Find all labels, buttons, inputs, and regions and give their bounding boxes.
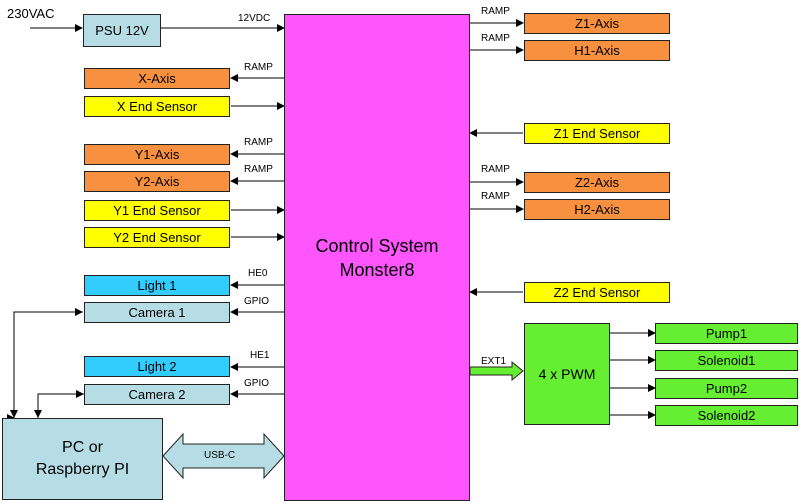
light2-signal-label: HE1 — [250, 350, 270, 361]
pc-box: PC or Raspberry PI — [2, 418, 163, 500]
control-system-title: Control System — [315, 235, 439, 256]
z1-axis-box: Z1-Axis — [524, 13, 670, 34]
control-system-subtitle: Monster8 — [339, 259, 415, 280]
y2-axis-box: Y2-Axis — [84, 171, 230, 192]
y1-end-sensor-box: Y1 End Sensor — [84, 200, 230, 221]
z1-signal-label: RAMP — [481, 6, 510, 17]
y2-signal-label: RAMP — [244, 164, 273, 175]
pc-title: PC or — [62, 439, 103, 456]
camera2-signal-label: GPIO — [244, 378, 270, 389]
output-pump1-box: Pump1 — [655, 323, 798, 344]
control-system-box: Control System Monster8 — [284, 14, 470, 501]
camera1-box: Camera 1 — [84, 302, 230, 323]
pwm-box: 4 x PWM — [524, 323, 610, 425]
light1-box: Light 1 — [84, 275, 230, 296]
usb-c-label: USB-C — [204, 450, 236, 461]
x-axis-box: X-Axis — [84, 68, 230, 89]
ext1-label: EXT1 — [481, 356, 507, 367]
psu-output-label: 12VDC — [238, 13, 271, 24]
camera1-pc-line — [13, 311, 83, 418]
x-end-sensor-box: X End Sensor — [84, 96, 230, 117]
z2-signal-label: RAMP — [481, 164, 510, 175]
pc-subtitle: Raspberry PI — [35, 461, 130, 478]
camera2-pc-line — [37, 393, 84, 418]
output-solenoid2-box: Solenoid2 — [655, 405, 798, 426]
camera1-signal-label: GPIO — [244, 296, 270, 307]
h1-axis-box: H1-Axis — [524, 40, 670, 61]
y1-signal-label: RAMP — [244, 137, 273, 148]
psu-box: PSU 12V — [83, 14, 161, 47]
h2-axis-box: H2-Axis — [524, 199, 670, 220]
z2-axis-box: Z2-Axis — [524, 172, 670, 193]
z2-end-sensor-box: Z2 End Sensor — [524, 282, 670, 303]
ext1-arrow — [469, 360, 524, 382]
x-axis-signal-label: RAMP — [244, 62, 273, 73]
z1-end-sensor-box: Z1 End Sensor — [524, 123, 670, 144]
h2-signal-label: RAMP — [481, 191, 510, 202]
output-pump2-box: Pump2 — [655, 378, 798, 399]
light2-box: Light 2 — [84, 356, 230, 377]
camera2-box: Camera 2 — [84, 384, 230, 405]
output-solenoid1-box: Solenoid1 — [655, 350, 798, 371]
h1-signal-label: RAMP — [481, 33, 510, 44]
y1-axis-box: Y1-Axis — [84, 144, 230, 165]
ac-input-label: 230VAC — [7, 6, 55, 21]
y2-end-sensor-box: Y2 End Sensor — [84, 227, 230, 248]
light1-signal-label: HE0 — [248, 268, 268, 279]
